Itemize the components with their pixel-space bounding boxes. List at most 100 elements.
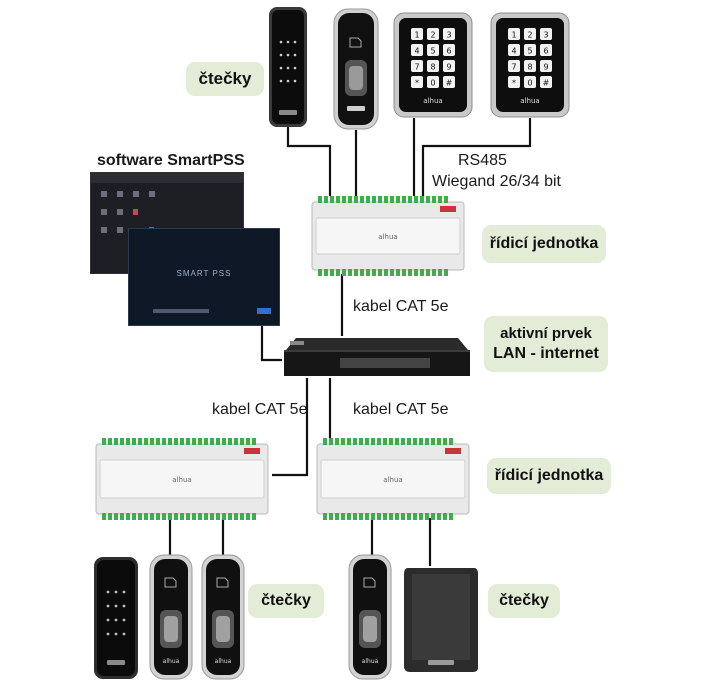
- keypad-key: 2: [524, 28, 536, 40]
- terminal-bottom: [408, 269, 412, 276]
- terminal-bottom: [432, 269, 436, 276]
- terminal-top: [420, 196, 424, 203]
- controller-label-bottom: řídicí jednotka: [487, 458, 611, 494]
- terminal-top: [353, 438, 357, 445]
- terminal-bottom: [395, 513, 399, 520]
- keypad-key: 9: [443, 60, 455, 72]
- terminal-bottom: [156, 513, 160, 520]
- terminal-bottom: [330, 269, 334, 276]
- terminal-bottom: [438, 269, 442, 276]
- terminal-top: [246, 438, 250, 445]
- terminal-bottom: [210, 513, 214, 520]
- terminal-top: [378, 196, 382, 203]
- terminal-bottom: [342, 269, 346, 276]
- terminal-bottom: [323, 513, 327, 520]
- terminal-top: [432, 196, 436, 203]
- terminal-top: [252, 438, 256, 445]
- keypad-key: 7: [508, 60, 520, 72]
- keypad-key: 0: [427, 76, 439, 88]
- terminal-bottom: [414, 269, 418, 276]
- terminal-bottom: [341, 513, 345, 520]
- keypad-key: 6: [540, 44, 552, 56]
- terminal-top: [323, 438, 327, 445]
- terminal-top: [108, 438, 112, 445]
- terminal-top: [192, 438, 196, 445]
- cable-label-left: kabel CAT 5e: [212, 401, 308, 418]
- terminal-bottom: [144, 513, 148, 520]
- power-terminal: [445, 448, 461, 454]
- svg-text:4: 4: [414, 47, 419, 56]
- terminal-top: [377, 438, 381, 445]
- terminal-bottom: [336, 269, 340, 276]
- terminal-top: [150, 438, 154, 445]
- terminal-top: [402, 196, 406, 203]
- terminal-top: [384, 196, 388, 203]
- terminal-bottom: [198, 513, 202, 520]
- controller-top: alhua: [310, 194, 466, 278]
- software-window-login: SMART PSS: [128, 228, 280, 326]
- terminal-top: [210, 438, 214, 445]
- keypad-key: 3: [443, 28, 455, 40]
- controller-label-top: řídicí jednotka: [482, 225, 606, 263]
- terminal-top: [365, 438, 369, 445]
- terminal-bottom: [228, 513, 232, 520]
- keypad-key: #: [443, 76, 455, 88]
- terminal-top: [216, 438, 220, 445]
- fingerprint-reader-bottom-1: alhua: [149, 554, 193, 680]
- keypad-key: 5: [524, 44, 536, 56]
- terminal-bottom: [108, 513, 112, 520]
- svg-text:1: 1: [511, 31, 516, 40]
- terminal-top: [324, 196, 328, 203]
- protocol-rs485: RS485: [458, 152, 507, 169]
- terminal-bottom: [402, 269, 406, 276]
- terminal-bottom: [234, 513, 238, 520]
- terminal-bottom: [162, 513, 166, 520]
- terminal-top: [449, 438, 453, 445]
- card-icon: [216, 577, 229, 588]
- terminal-top: [443, 438, 447, 445]
- terminal-top: [198, 438, 202, 445]
- keypad-dots: [279, 40, 297, 83]
- terminal-bottom: [347, 513, 351, 520]
- terminal-bottom: [383, 513, 387, 520]
- keypad-key: 1: [508, 28, 520, 40]
- terminal-bottom: [252, 513, 256, 520]
- terminal-bottom: [222, 513, 226, 520]
- terminal-top: [389, 438, 393, 445]
- keypad-key: 8: [427, 60, 439, 72]
- svg-text:4: 4: [511, 47, 516, 56]
- terminal-bottom: [419, 513, 423, 520]
- terminal-bottom: [126, 513, 130, 520]
- svg-text:0: 0: [527, 79, 532, 88]
- terminal-bottom: [138, 513, 142, 520]
- terminal-top: [318, 196, 322, 203]
- protocol-wiegand: Wiegand 26/34 bit: [432, 173, 561, 190]
- terminal-top: [329, 438, 333, 445]
- fingerprint-reader: [333, 8, 379, 130]
- controller-bottom-left: alhua: [94, 436, 270, 522]
- cable-reader-4: [421, 118, 532, 196]
- terminal-bottom: [360, 269, 364, 276]
- terminal-top: [144, 438, 148, 445]
- terminal-top: [437, 438, 441, 445]
- keypad-key: #: [540, 76, 552, 88]
- terminal-top: [372, 196, 376, 203]
- terminal-top: [240, 438, 244, 445]
- terminal-top: [174, 438, 178, 445]
- terminal-top: [222, 438, 226, 445]
- keypad-key: 4: [508, 44, 520, 56]
- terminal-bottom: [174, 513, 178, 520]
- keypad-key: 6: [443, 44, 455, 56]
- terminal-top: [395, 438, 399, 445]
- terminal-bottom: [335, 513, 339, 520]
- terminal-top: [354, 196, 358, 203]
- terminal-top: [366, 196, 370, 203]
- svg-text:5: 5: [527, 47, 532, 56]
- terminal-bottom: [354, 269, 358, 276]
- brand-logo: alhua: [163, 658, 180, 665]
- terminal-bottom: [366, 269, 370, 276]
- brand-logo: alhua: [520, 97, 539, 105]
- readers-label-bottom-left: čtečky: [248, 584, 324, 618]
- card-reader-black: [402, 564, 480, 674]
- keypad-key: 2: [427, 28, 439, 40]
